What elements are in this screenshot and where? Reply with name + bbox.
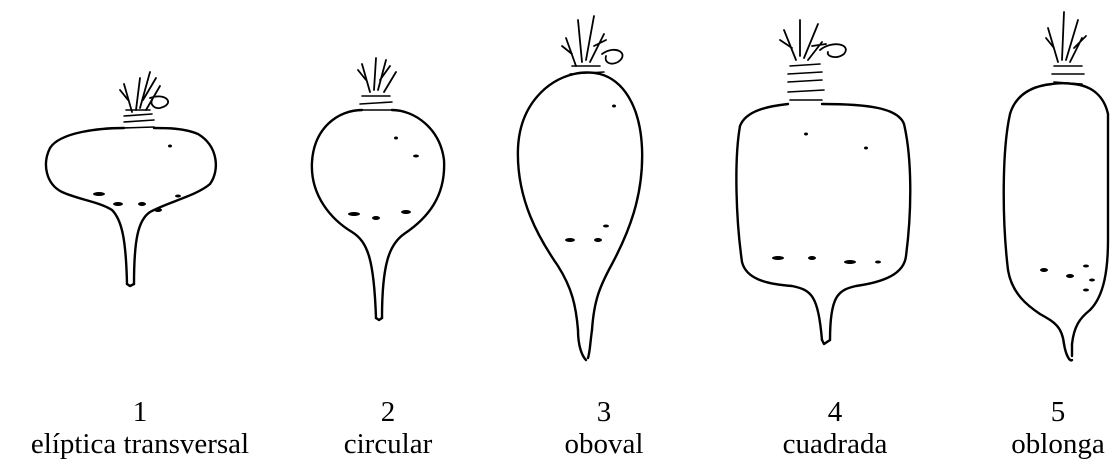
root-1-drawing	[46, 72, 216, 286]
shape-3-number: 3	[597, 396, 612, 428]
root-2-leaves	[358, 58, 396, 92]
root-2-body	[312, 110, 444, 318]
root-5-body	[1004, 83, 1108, 344]
root-2-crown	[360, 96, 392, 110]
root-1-taproot	[127, 284, 134, 286]
root-3-drawing	[518, 16, 642, 360]
root-1-body	[46, 128, 216, 284]
root-2-marks	[348, 137, 419, 221]
root-3-marks	[565, 105, 616, 243]
root-1-marks	[93, 145, 181, 213]
root-1-leaves	[120, 72, 168, 112]
root-3-leaves	[562, 16, 623, 66]
root-4-drawing	[736, 20, 910, 344]
root-4-marks	[772, 133, 881, 265]
root-5-taproot	[1064, 344, 1072, 360]
shape-2-name: circular	[344, 428, 433, 460]
shape-2-number: 2	[381, 396, 396, 428]
shape-4-number: 4	[828, 396, 843, 428]
root-5-drawing	[1004, 12, 1108, 360]
root-4-crown	[788, 64, 824, 100]
shape-1-name: elíptica transversal	[31, 428, 249, 460]
root-5-crown	[1052, 66, 1084, 84]
root-2-drawing	[312, 58, 444, 320]
shape-4-name: cuadrada	[783, 428, 888, 460]
root-4-taproot	[822, 340, 830, 344]
root-3-body	[518, 73, 642, 331]
shape-3-name: oboval	[565, 428, 644, 460]
root-5-marks	[1040, 265, 1095, 292]
shape-1-number: 1	[133, 396, 148, 428]
shape-5-name: oblonga	[1011, 428, 1104, 460]
root-4-body	[736, 104, 910, 340]
root-5-leaves	[1046, 12, 1086, 62]
root-2-taproot	[376, 318, 382, 320]
root-1-crown	[123, 110, 154, 128]
root-4-leaves	[780, 20, 846, 60]
shape-5-number: 5	[1051, 396, 1066, 428]
root-3-taproot	[578, 330, 592, 360]
